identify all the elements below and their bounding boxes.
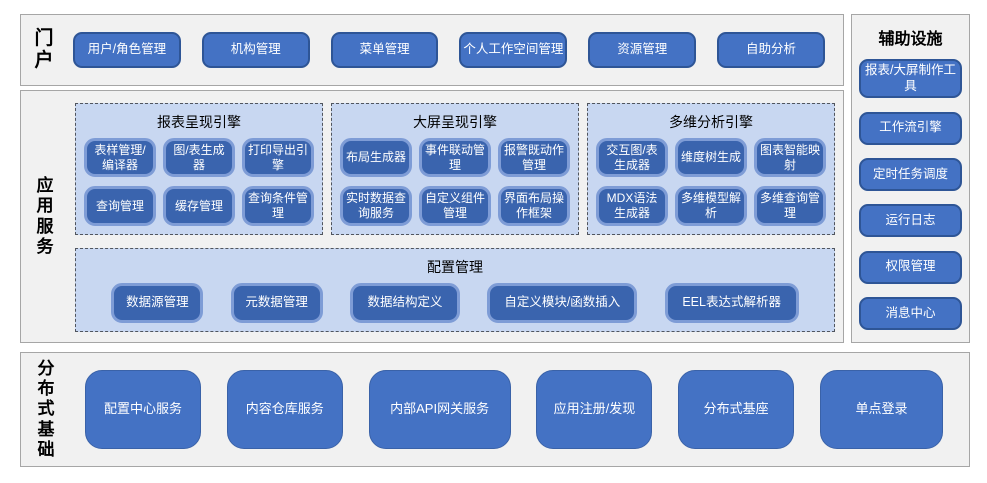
config-management-panel: 配置管理 数据源管理 元数据管理 数据结构定义 自定义模块/函数插入 EEL表达… — [75, 247, 835, 332]
auxiliary-node: 权限管理 — [859, 250, 962, 284]
portal-section-label: 门户 — [34, 27, 54, 71]
report-engine-panel: 报表呈现引擎 表样管理/编译器 图/表生成器 打印导出引擎 查询管理 缓存管理 … — [75, 103, 323, 235]
engine-node: 表样管理/编译器 — [84, 138, 156, 178]
engine-title: 报表呈现引擎 — [157, 114, 241, 130]
engine-node: 实时数据查询服务 — [340, 186, 412, 226]
engine-node: 图表智能映射 — [754, 138, 826, 178]
engine-title: 多维分析引擎 — [669, 114, 753, 130]
distributed-node: 单点登录 — [819, 370, 943, 449]
olap-engine-panel: 多维分析引擎 交互图/表生成器 维度树生成 图表智能映射 MDX语法生成器 多维… — [587, 103, 835, 235]
app-services-section-label: 应用服务 — [36, 176, 54, 256]
app-services-label-col: 应用服务 — [21, 91, 69, 342]
distributed-node: 应用注册/发现 — [536, 370, 653, 449]
distributed-node: 内容仓库服务 — [226, 370, 343, 449]
engine-node: 自定义组件管理 — [419, 186, 491, 226]
engine-node: 查询管理 — [84, 186, 156, 226]
app-services-section: 应用服务 报表呈现引擎 表样管理/编译器 图/表生成器 打印导出引擎 查询管理 … — [20, 90, 844, 343]
distributed-node: 配置中心服务 — [85, 370, 201, 449]
portal-node: 菜单管理 — [330, 32, 439, 68]
portal-node: 用户/角色管理 — [73, 32, 181, 68]
auxiliary-section-label: 辅助设施 — [878, 31, 943, 48]
engine-grid: 布局生成器 事件联动管理 报警既动作管理 实时数据查询服务 自定义组件管理 界面… — [340, 138, 570, 226]
config-node: 自定义模块/函数插入 — [487, 282, 638, 323]
engine-title: 大屏呈现引擎 — [413, 114, 497, 130]
auxiliary-section: 辅助设施 报表/大屏制作工具 工作流引擎 定时任务调度 运行日志 权限管理 消息… — [851, 14, 970, 343]
auxiliary-button-col: 报表/大屏制作工具 工作流引擎 定时任务调度 运行日志 权限管理 消息中心 — [859, 59, 962, 334]
auxiliary-node: 定时任务调度 — [859, 157, 962, 191]
config-button-row: 数据源管理 元数据管理 数据结构定义 自定义模块/函数插入 EEL表达式解析器 — [84, 282, 826, 323]
auxiliary-node: 运行日志 — [859, 204, 962, 238]
app-services-content: 报表呈现引擎 表样管理/编译器 图/表生成器 打印导出引擎 查询管理 缓存管理 … — [69, 91, 843, 342]
engine-node: 交互图/表生成器 — [596, 138, 668, 178]
distributed-section-label: 分布式基础 — [37, 359, 55, 459]
engine-grid: 表样管理/编译器 图/表生成器 打印导出引擎 查询管理 缓存管理 查询条件管理 — [84, 138, 314, 226]
engine-node: 界面布局操作框架 — [498, 186, 570, 226]
portal-node: 资源管理 — [588, 32, 697, 68]
engine-node: MDX语法生成器 — [596, 186, 668, 226]
engine-node: 多维查询管理 — [754, 186, 826, 226]
config-node: 元数据管理 — [230, 282, 323, 323]
config-node: 数据结构定义 — [349, 282, 460, 323]
distributed-foundation-section: 分布式基础 配置中心服务 内容仓库服务 内部API网关服务 应用注册/发现 分布… — [20, 352, 970, 467]
engine-node: 多维模型解析 — [675, 186, 747, 226]
config-node: EEL表达式解析器 — [664, 282, 799, 323]
engine-node: 打印导出引擎 — [242, 138, 314, 178]
auxiliary-node: 报表/大屏制作工具 — [859, 59, 962, 99]
engine-node: 事件联动管理 — [419, 138, 491, 178]
portal-node: 机构管理 — [201, 32, 310, 68]
distributed-node: 分布式基座 — [678, 370, 795, 449]
engine-node: 缓存管理 — [163, 186, 235, 226]
auxiliary-node: 工作流引擎 — [859, 111, 962, 145]
portal-button-row: 用户/角色管理 机构管理 菜单管理 个人工作空间管理 资源管理 自助分析 — [73, 32, 825, 68]
engine-node: 维度树生成 — [675, 138, 747, 178]
portal-node: 自助分析 — [717, 32, 825, 68]
config-panel-title: 配置管理 — [427, 258, 483, 275]
engine-grid: 交互图/表生成器 维度树生成 图表智能映射 MDX语法生成器 多维模型解析 多维… — [596, 138, 826, 226]
auxiliary-node: 消息中心 — [859, 296, 962, 330]
engine-node: 图/表生成器 — [163, 138, 235, 178]
distributed-button-row: 配置中心服务 内容仓库服务 内部API网关服务 应用注册/发现 分布式基座 单点… — [85, 370, 943, 449]
distributed-node: 内部API网关服务 — [368, 370, 511, 449]
engine-node: 查询条件管理 — [242, 186, 314, 226]
config-node: 数据源管理 — [111, 282, 204, 323]
engine-row: 报表呈现引擎 表样管理/编译器 图/表生成器 打印导出引擎 查询管理 缓存管理 … — [75, 103, 835, 235]
engine-node: 报警既动作管理 — [498, 138, 570, 178]
portal-section: 门户 用户/角色管理 机构管理 菜单管理 个人工作空间管理 资源管理 自助分析 — [20, 14, 844, 86]
engine-node: 布局生成器 — [340, 138, 412, 178]
portal-node: 个人工作空间管理 — [459, 32, 568, 68]
bigscreen-engine-panel: 大屏呈现引擎 布局生成器 事件联动管理 报警既动作管理 实时数据查询服务 自定义… — [331, 103, 579, 235]
